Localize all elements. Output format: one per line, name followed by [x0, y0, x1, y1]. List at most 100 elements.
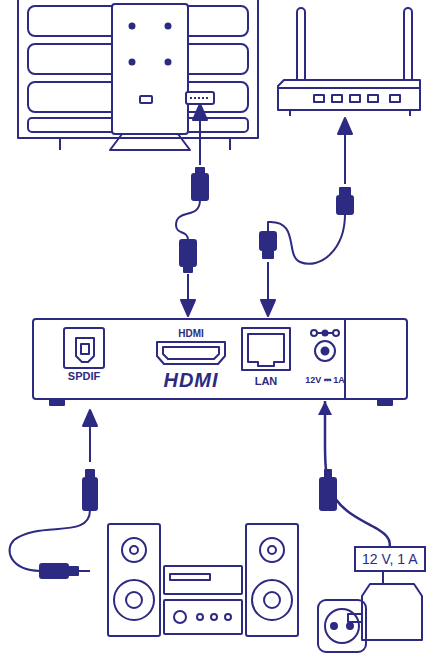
tv-back	[18, 0, 258, 150]
stereo	[122, 538, 146, 562]
ports	[81, 344, 89, 354]
rating-label: 12 V, 1 A	[362, 552, 418, 566]
spdif-cable	[83, 478, 97, 510]
ports	[163, 347, 219, 359]
stereo	[108, 524, 160, 636]
port-label: SPDIF	[68, 371, 100, 382]
ports	[50, 400, 64, 405]
ports	[50, 320, 392, 405]
stereo	[130, 546, 138, 554]
ports	[157, 342, 225, 364]
router	[409, 110, 411, 116]
lan-cable	[268, 214, 345, 264]
stereo	[170, 574, 210, 580]
ports	[333, 330, 339, 336]
router	[278, 87, 420, 89]
stereo	[174, 611, 186, 623]
router	[278, 8, 420, 116]
lan-cable	[260, 118, 353, 316]
hdmi-cable	[199, 118, 201, 165]
tv-back	[130, 24, 135, 29]
router	[289, 110, 291, 116]
stereo	[252, 580, 292, 620]
ports	[328, 332, 333, 334]
power-cable	[325, 401, 390, 546]
ports	[323, 331, 328, 336]
ports	[248, 334, 284, 366]
ports	[76, 338, 94, 362]
hdmi-logo: HDMI	[163, 370, 218, 390]
ports	[242, 328, 290, 370]
lan-cable	[263, 250, 273, 258]
stereo	[164, 600, 242, 634]
stereo	[268, 546, 276, 554]
spdif-cable	[68, 567, 78, 575]
ports	[315, 341, 335, 361]
tv-back	[190, 97, 210, 99]
spdif-cable	[40, 564, 68, 578]
power-adapter	[318, 600, 366, 652]
ports	[317, 332, 322, 334]
spdif-cable	[86, 470, 94, 478]
tv-back	[166, 60, 171, 65]
hdmi-cable	[176, 200, 200, 240]
stereo	[264, 592, 280, 608]
spdif-cable	[10, 510, 90, 571]
stereo	[211, 614, 217, 620]
router	[314, 95, 324, 102]
tv-back	[166, 24, 171, 29]
hdmi-cable	[180, 240, 196, 266]
hdmi-cable	[181, 300, 195, 316]
stereo	[246, 524, 298, 636]
power-adapter	[362, 584, 422, 640]
ports	[64, 328, 104, 368]
stereo	[164, 566, 242, 594]
tv-back	[18, 0, 258, 138]
lan-cable	[267, 262, 269, 304]
lan-cable	[337, 196, 353, 214]
router	[368, 95, 378, 102]
lan-cable	[261, 300, 275, 316]
router	[297, 8, 305, 88]
spdif-cable	[83, 410, 97, 426]
lan-cable	[344, 132, 346, 184]
ports	[311, 330, 317, 336]
set-top-box: HDMISPDIFHDMILAN12V ⎓ 1A	[32, 318, 408, 400]
power-adapter	[347, 623, 353, 629]
router	[390, 95, 400, 102]
hdmi-cable	[193, 104, 207, 120]
power-adapter	[382, 570, 384, 584]
lan-cable	[260, 232, 276, 250]
tv-back	[140, 96, 152, 103]
power-adapter	[331, 623, 337, 629]
hdmi-cable	[176, 104, 208, 316]
router	[278, 80, 420, 110]
lan-cable	[340, 188, 350, 196]
stereo	[108, 524, 298, 636]
spdif-cable	[10, 410, 97, 578]
router	[350, 95, 360, 102]
tv-back	[130, 60, 135, 65]
router	[332, 95, 342, 102]
ports	[322, 348, 329, 355]
power-rating: 12V ⎓ 1A	[305, 376, 345, 385]
spdif-cable	[89, 424, 91, 462]
hdmi-cable	[184, 266, 192, 272]
tv-back	[110, 134, 190, 150]
ports	[378, 400, 392, 405]
tv-back	[59, 138, 61, 150]
port-label: HDMI	[178, 329, 204, 339]
spdif-cable	[78, 570, 90, 572]
stereo	[114, 580, 154, 620]
tv-back	[229, 138, 231, 150]
power-label: 12 V, 1 A	[354, 546, 426, 572]
ports	[344, 320, 346, 398]
power-adapter	[325, 609, 359, 643]
router	[404, 8, 412, 88]
lan-cable	[338, 118, 352, 134]
tv-back	[186, 92, 214, 104]
stereo	[260, 538, 284, 562]
tv-back	[112, 4, 188, 134]
stereo	[126, 592, 142, 608]
